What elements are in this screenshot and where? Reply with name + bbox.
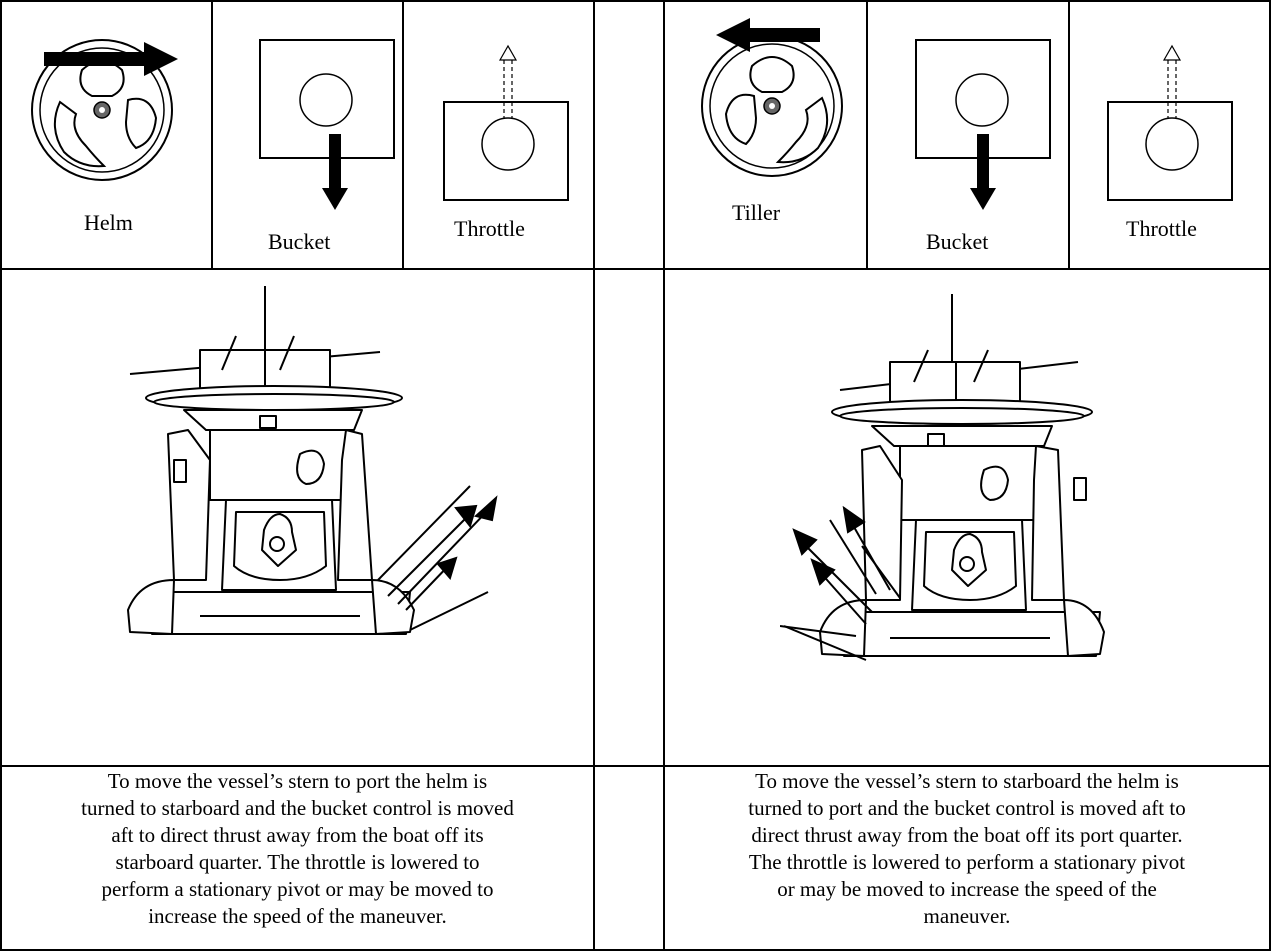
caption-line: perform a stationary pivot or may be mov… <box>2 876 593 903</box>
bucket-label: Bucket <box>268 229 330 255</box>
table-border-row2 <box>0 765 1271 767</box>
caption-line: turned to starboard and the bucket contr… <box>2 795 593 822</box>
caption-line: To move the vessel’s stern to starboard … <box>665 768 1269 795</box>
tiller-wheel-icon <box>692 18 852 188</box>
caption-line: To move the vessel’s stern to port the h… <box>2 768 593 795</box>
caption-line: turned to port and the bucket control is… <box>665 795 1269 822</box>
left-caption: To move the vessel’s stern to port the h… <box>2 768 593 930</box>
table-border-col-a <box>211 0 213 269</box>
caption-line: increase the speed of the maneuver. <box>2 903 593 930</box>
cropped-heading-fragment <box>250 0 262 19</box>
throttle-control-icon-right <box>1104 44 1244 204</box>
caption-line: aft to direct thrust away from the boat … <box>2 822 593 849</box>
right-caption: To move the vessel’s stern to starboard … <box>665 768 1269 930</box>
caption-line: starboard quarter. The throttle is lower… <box>2 849 593 876</box>
helm-label: Helm <box>84 210 133 236</box>
tiller-label: Tiller <box>732 200 780 226</box>
throttle-label-right: Throttle <box>1126 216 1197 242</box>
bucket-control-icon-right <box>914 38 1054 216</box>
table-border-col-e <box>866 0 868 269</box>
caption-line: The throttle is lowered to perform a sta… <box>665 849 1269 876</box>
table-border-row1 <box>0 268 1271 270</box>
caption-line: direct thrust away from the boat off its… <box>665 822 1269 849</box>
table-border-col-c <box>593 0 595 951</box>
table-border-col-f <box>1068 0 1070 269</box>
throttle-control-icon <box>440 44 580 204</box>
caption-line: or may be moved to increase the speed of… <box>665 876 1269 903</box>
bucket-control-icon <box>258 38 398 216</box>
throttle-label: Throttle <box>454 216 525 242</box>
table-border-col-b <box>402 0 404 269</box>
waterjet-drive-port-thrust-illustration <box>780 290 1200 720</box>
helm-wheel-icon <box>30 30 190 190</box>
bucket-label-right: Bucket <box>926 229 988 255</box>
table-border-top <box>0 0 1271 2</box>
waterjet-drive-starboard-thrust-illustration <box>110 280 510 670</box>
caption-line: maneuver. <box>665 903 1269 930</box>
